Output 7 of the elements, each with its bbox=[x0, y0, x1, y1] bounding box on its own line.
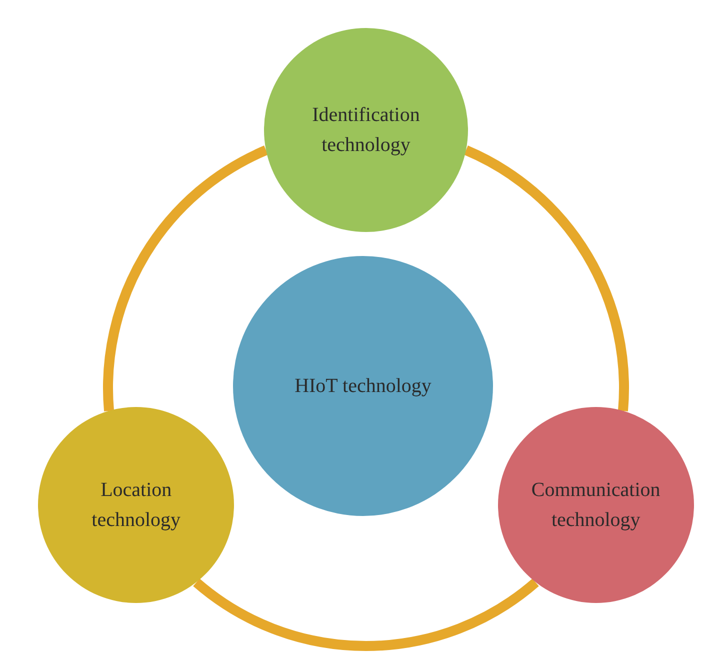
ring-arc bbox=[103, 146, 268, 412]
node-label: Location technology bbox=[90, 478, 182, 534]
node-label: HIoT technology bbox=[294, 374, 432, 399]
ring-arc bbox=[193, 578, 539, 651]
ring-arc bbox=[464, 146, 629, 412]
node-label: Communication technology bbox=[530, 478, 662, 534]
node-label: Identification technology bbox=[311, 103, 421, 158]
